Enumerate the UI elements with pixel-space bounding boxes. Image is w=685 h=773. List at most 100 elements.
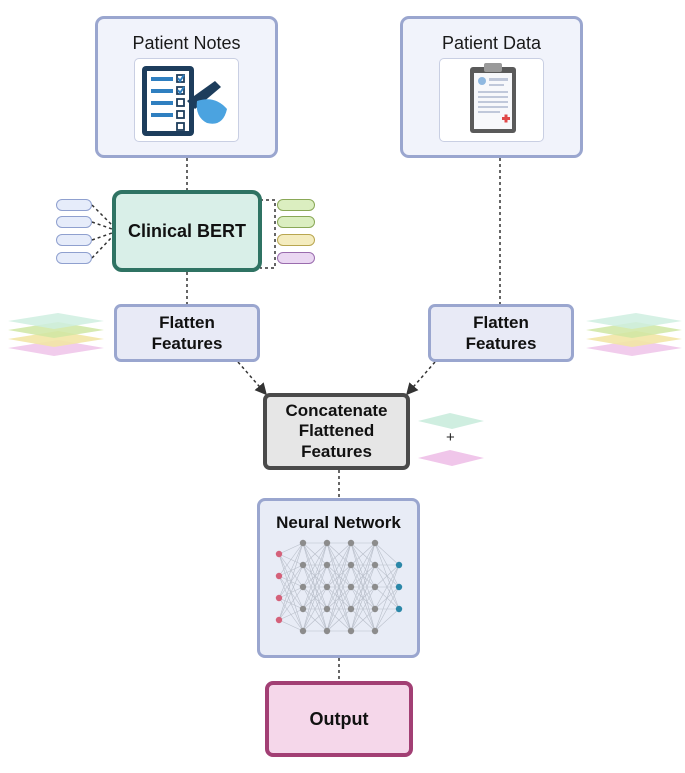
nn-input-node	[275, 594, 282, 602]
nn-connection	[374, 586, 399, 632]
nn-connection	[302, 542, 327, 610]
patient-data-title: Patient Data	[441, 33, 542, 53]
clipboard-record-icon	[439, 58, 544, 142]
concat-pink-layer	[418, 450, 484, 466]
nn-hidden-node	[371, 539, 378, 547]
flatten-right-line2: Features	[465, 334, 537, 353]
feature-layer	[586, 322, 682, 338]
token-pill	[56, 234, 92, 246]
token-pill	[56, 252, 92, 264]
feature-layer	[8, 313, 104, 329]
concat-line1: Concatenate	[285, 400, 388, 420]
flatten-right-line1: Flatten	[473, 312, 529, 332]
nn-connection	[278, 542, 303, 577]
nn-connection	[326, 542, 351, 610]
embedding-pill	[277, 252, 315, 264]
nn-connection	[302, 564, 327, 632]
nn-hidden-node	[299, 583, 306, 591]
nn-hidden-node	[371, 627, 378, 635]
output-label: Output	[309, 708, 369, 729]
nn-hidden-node	[299, 627, 306, 635]
nn-connection	[326, 542, 351, 632]
nn-connection	[326, 608, 351, 632]
patient-notes-box: Patient Notes	[95, 16, 278, 158]
nn-hidden-node	[323, 605, 330, 613]
nn-hidden-node	[347, 539, 354, 547]
feature-layer	[8, 331, 104, 347]
concat-plus-symbol: +	[446, 429, 455, 446]
nn-output-node	[395, 583, 402, 591]
nn-connection	[374, 542, 399, 566]
nn-connection	[302, 542, 327, 566]
left-feature-stack	[8, 313, 104, 356]
nn-connection	[350, 564, 375, 632]
connector-tokens-to-bert	[91, 204, 113, 259]
feature-layer	[586, 331, 682, 347]
nn-input-node	[275, 572, 282, 580]
nn-hidden-node	[299, 605, 306, 613]
nn-hidden-node	[323, 627, 330, 635]
token-pill	[56, 216, 92, 228]
right-feature-stack	[586, 313, 682, 356]
patient-notes-title: Patient Notes	[132, 33, 241, 53]
nn-connection	[278, 619, 303, 632]
nn-hidden-node	[299, 539, 306, 547]
nn-connection	[350, 542, 375, 632]
nn-connection	[302, 608, 327, 632]
connector-bert-to-embeddings	[260, 199, 276, 269]
nn-hidden-node	[371, 583, 378, 591]
nn-hidden-node	[347, 627, 354, 635]
concat-green-layer	[418, 413, 484, 429]
feature-layer	[586, 340, 682, 356]
neural-network-icon	[275, 539, 402, 635]
nn-connection	[350, 542, 375, 610]
concat-line2: Flattened	[298, 421, 375, 441]
nn-hidden-node	[347, 605, 354, 613]
neural-network-title: Neural Network	[276, 513, 401, 532]
nn-connection	[374, 564, 399, 588]
nn-hidden-node	[323, 583, 330, 591]
nn-connection	[278, 586, 303, 621]
nn-connection	[350, 542, 375, 566]
nn-output-node	[395, 561, 402, 569]
nn-connection	[302, 542, 327, 588]
output-box: Output	[265, 681, 413, 757]
nn-connection	[278, 542, 303, 621]
checklist-writing-icon	[134, 58, 239, 142]
concat-line3: Features	[301, 441, 372, 461]
nn-connection	[374, 564, 399, 610]
clinical-bert-box: Clinical BERT	[112, 190, 262, 272]
embedding-pill	[277, 199, 315, 211]
nn-input-node	[275, 616, 282, 624]
nn-connection	[350, 608, 375, 632]
nn-output-node	[395, 605, 402, 613]
token-pill	[56, 199, 92, 211]
concatenate-box: Concatenate Flattened Features	[263, 393, 410, 470]
nn-connection	[326, 542, 351, 588]
feature-layer	[8, 322, 104, 338]
nn-hidden-node	[323, 539, 330, 547]
patient-data-box: Patient Data	[400, 16, 583, 158]
nn-connection	[278, 564, 303, 621]
feature-layer	[8, 340, 104, 356]
nn-connection	[278, 542, 303, 555]
flatten-features-left-box: Flatten Features	[114, 304, 260, 362]
feature-layer	[586, 313, 682, 329]
nn-connection	[278, 542, 303, 599]
nn-connection	[326, 542, 351, 566]
nn-hidden-node	[371, 561, 378, 569]
nn-connection	[326, 564, 351, 632]
nn-connection	[374, 564, 399, 632]
nn-hidden-node	[323, 561, 330, 569]
nn-connection	[326, 586, 351, 632]
nn-hidden-node	[347, 583, 354, 591]
nn-connection	[350, 542, 375, 588]
nn-connection	[278, 608, 303, 621]
nn-connection	[302, 542, 327, 632]
connector-flatten-left-to-concat	[237, 361, 267, 396]
nn-connection	[374, 608, 399, 632]
clinical-bert-label: Clinical BERT	[127, 220, 247, 241]
flatten-features-right-box: Flatten Features	[428, 304, 574, 362]
connector-flatten-right-to-concat	[406, 361, 436, 396]
neural-network-box: Neural Network	[257, 498, 420, 658]
